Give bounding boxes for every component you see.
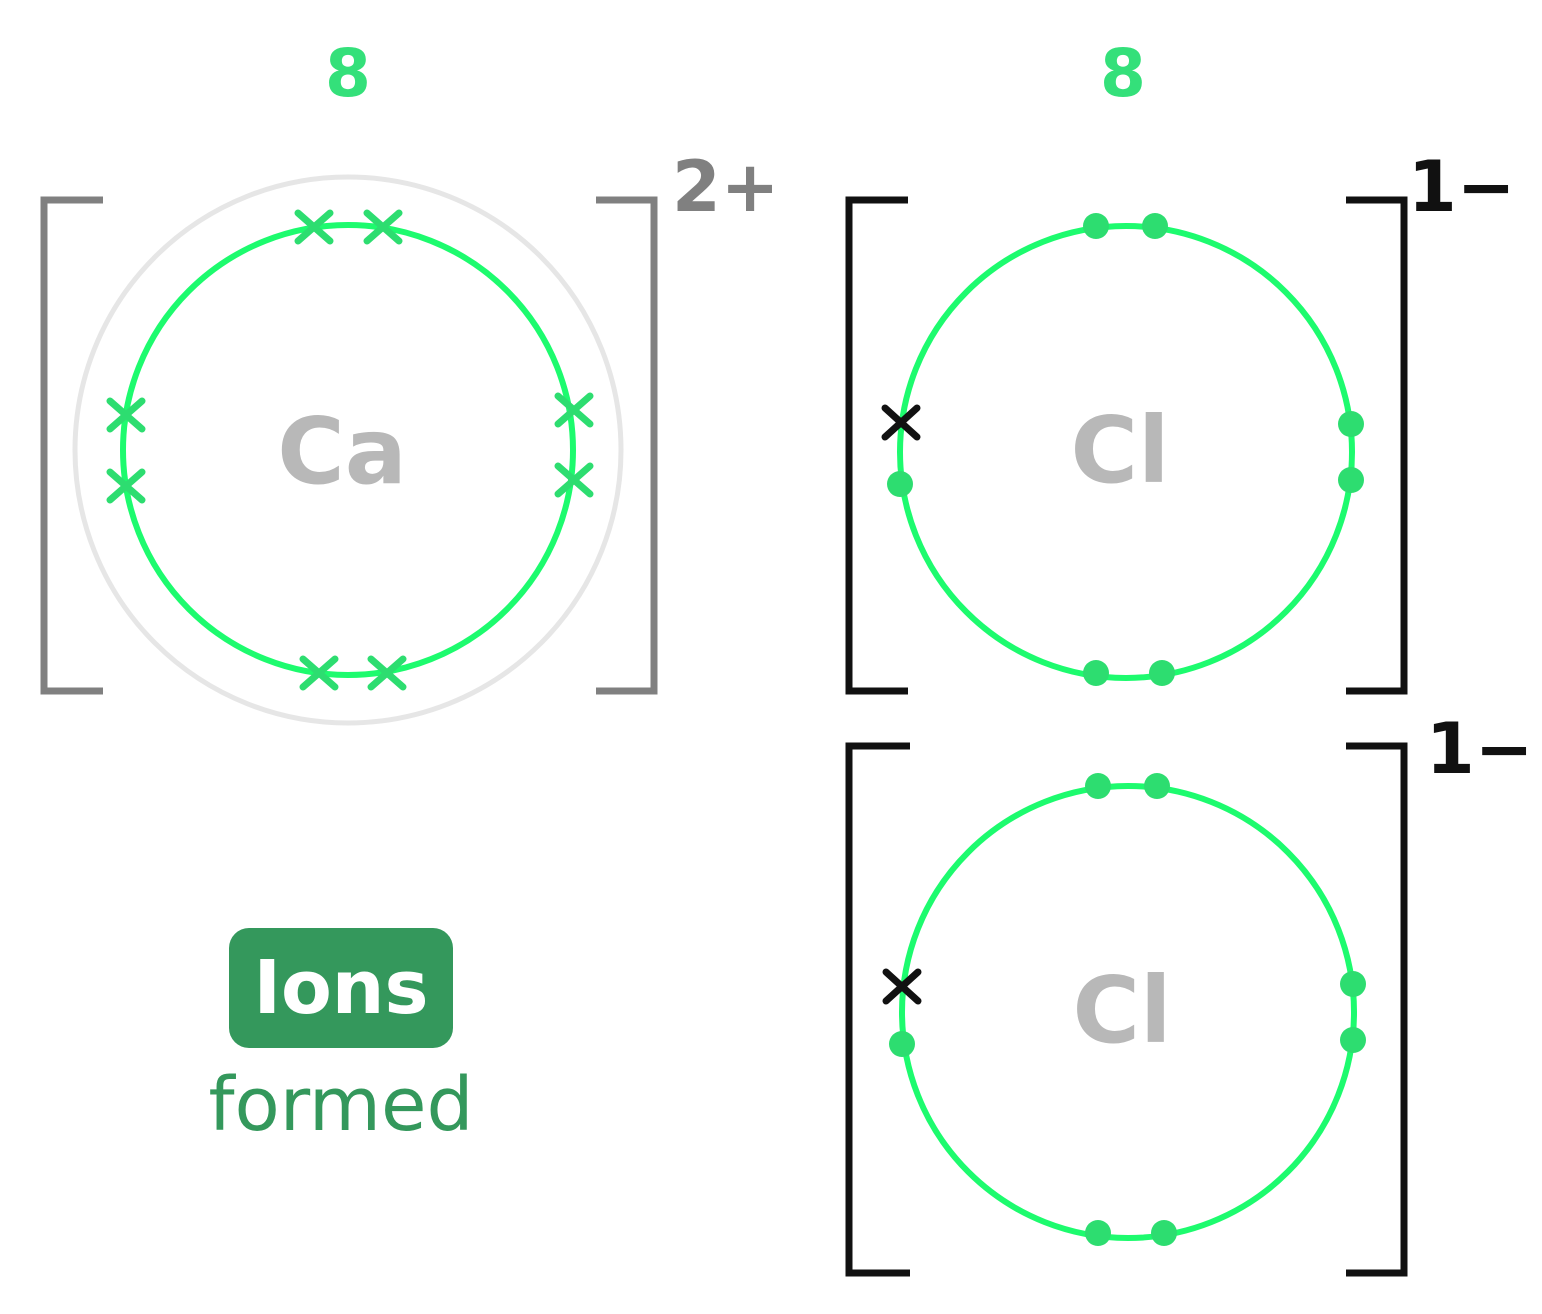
electron-cross bbox=[299, 655, 339, 691]
electron-cross bbox=[294, 209, 334, 245]
chloride-2-gained-electron-cross bbox=[882, 968, 922, 1005]
electron-cross bbox=[363, 209, 403, 245]
electron-dot bbox=[1340, 971, 1366, 997]
ions-badge-text: Ions bbox=[253, 945, 428, 1031]
electron-dot bbox=[887, 471, 913, 497]
ions-formed-label: Ions formed bbox=[208, 928, 474, 1148]
electron-dot bbox=[1151, 1220, 1177, 1246]
chloride-2-bracket-left bbox=[845, 742, 910, 1277]
electron-dot bbox=[1085, 1220, 1111, 1246]
chloride-2-bracket-right bbox=[1346, 742, 1408, 1277]
chloride-2-charge: 1− bbox=[1426, 708, 1533, 790]
chloride-1-symbol: Cl bbox=[1070, 397, 1169, 504]
calcium-symbol: Ca bbox=[277, 398, 407, 505]
electron-dot bbox=[1149, 660, 1175, 686]
chloride-1-bracket-right bbox=[1346, 196, 1408, 695]
calcium-lost-shell bbox=[72, 174, 624, 726]
electron-cross bbox=[367, 655, 407, 691]
calcium-bracket-right bbox=[596, 196, 658, 695]
ions-badge bbox=[229, 928, 453, 1048]
electron-cross bbox=[106, 397, 146, 433]
electron-dot bbox=[1083, 660, 1109, 686]
electron-dot bbox=[1340, 1027, 1366, 1053]
chloride-2-electrons bbox=[889, 773, 1366, 1246]
electron-dot bbox=[1085, 773, 1111, 799]
chloride-1-charge: 1− bbox=[1408, 146, 1515, 228]
electron-dot bbox=[1142, 213, 1168, 239]
chloride-1-electrons bbox=[887, 213, 1364, 686]
electron-dot bbox=[1338, 411, 1364, 437]
electron-dot bbox=[1083, 213, 1109, 239]
calcium-electrons bbox=[106, 209, 594, 691]
chloride-1-gained-electron-cross bbox=[881, 404, 921, 441]
chloride-1-electron-count: 8 bbox=[1100, 35, 1146, 112]
formed-caption: formed bbox=[208, 1062, 473, 1148]
calcium-outer-shell bbox=[120, 222, 576, 678]
calcium-charge: 2+ bbox=[672, 146, 779, 228]
electron-cross bbox=[106, 468, 146, 504]
calcium-bracket-left bbox=[40, 196, 103, 695]
chloride-1-bracket-left bbox=[845, 196, 908, 695]
chloride-1-outer-shell bbox=[897, 223, 1355, 681]
electron-cross bbox=[554, 462, 594, 498]
electron-dot bbox=[1338, 467, 1364, 493]
electron-dot bbox=[1144, 773, 1170, 799]
chloride-ion-1: 8 Cl 1− bbox=[845, 35, 1515, 695]
chloride-2-symbol: Cl bbox=[1072, 957, 1171, 1064]
chloride-ion-2: Cl 1− bbox=[845, 708, 1533, 1277]
calcium-ion: 8 Ca 2+ bbox=[40, 35, 779, 726]
electron-cross bbox=[554, 392, 594, 428]
electron-dot bbox=[889, 1031, 915, 1057]
calcium-electron-count: 8 bbox=[325, 35, 371, 112]
chloride-2-outer-shell bbox=[899, 783, 1357, 1241]
